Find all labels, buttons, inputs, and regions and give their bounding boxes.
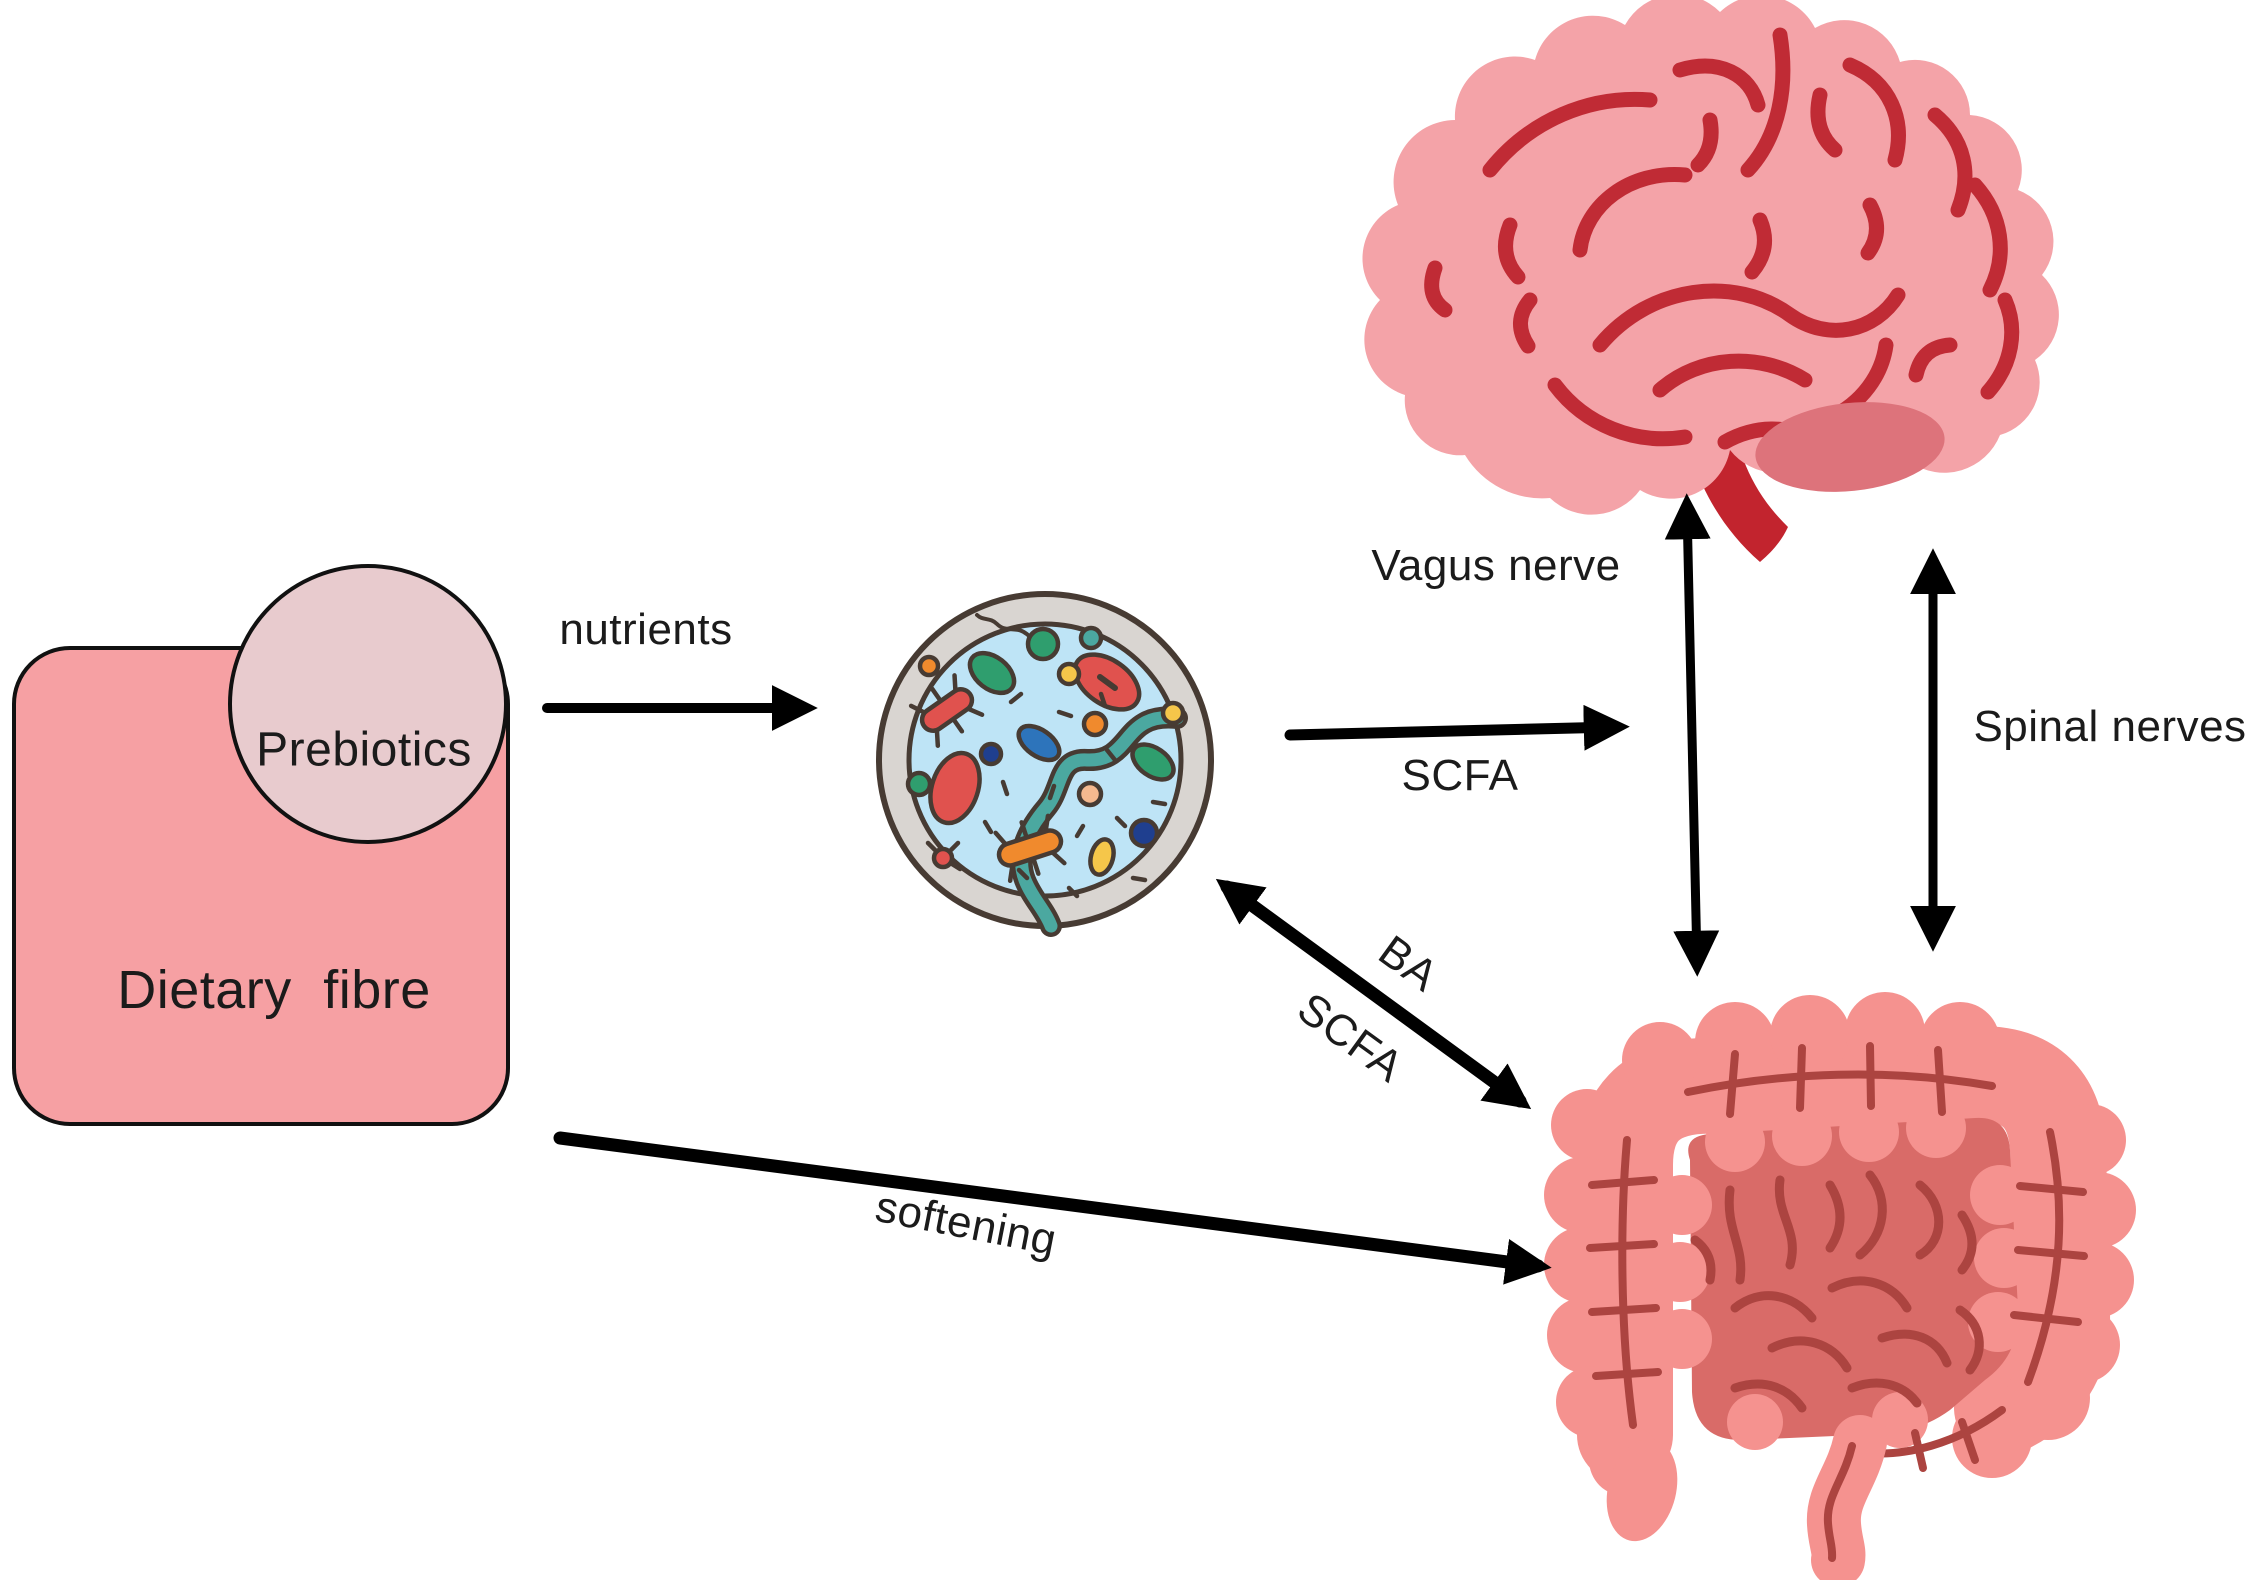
dish-specks [982,691,1168,899]
brain-gyri [1424,27,2020,450]
arrow-scfa [1284,704,1630,751]
scfa-label: SCFA [1401,751,1519,800]
arrow-vagus-nerve [1664,493,1720,977]
cerebellum [1755,402,1945,492]
small-intestine-folds [1690,1170,1984,1413]
prebiotics-label: Prebiotics [256,723,472,777]
rectum [1806,1415,1887,1580]
prebiotics-circle [228,564,508,844]
spinal-nerves-label: Spinal nerves [1973,702,2247,751]
microbiome-dish-illustration [876,591,1214,937]
colon-outer [1544,992,2136,1542]
brain-illustration [1362,0,2059,562]
arrow-softening [553,1131,1552,1285]
arrow-ba-scfa [1215,878,1532,1110]
colon-inner-lobes [1650,1098,2034,1450]
dietary-fibre-label: Dietary fibre [117,960,431,1020]
vagus-nerve-label: Vagus nerve [1371,541,1621,590]
colon-haustra-lines [1586,1042,2088,1472]
microbes [905,613,1186,883]
nutrients-label: nutrients [559,605,733,654]
intestines-illustration [1544,992,2136,1580]
